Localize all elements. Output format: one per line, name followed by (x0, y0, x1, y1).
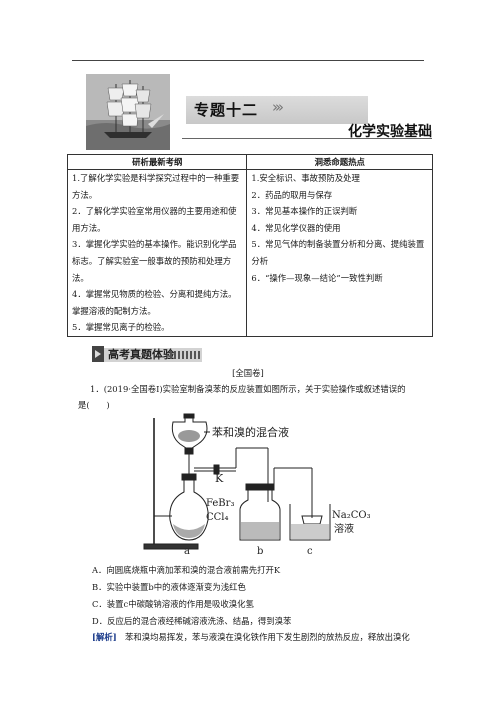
label-b: b (257, 546, 263, 557)
topic-title: 专题十二 (194, 101, 259, 119)
top-rule (72, 60, 424, 61)
section-stripe (170, 351, 202, 359)
list-item: 3．常见基本操作的正误判断 (251, 206, 358, 217)
list-item: 2．了解化学实验室常用仪器的主要用途和使用方法。 (72, 206, 237, 233)
label-na2co3: Na₂CO₃ (332, 510, 370, 521)
label-a: a (184, 546, 190, 557)
section-title: 高考真题体验 (108, 348, 174, 361)
sailing-ship-image (86, 74, 170, 150)
question-stem: 1．(2019·全国卷Ⅰ)实验室制备溴苯的反应装置如图所示，关于实验操作或叙述错… (90, 384, 406, 394)
col-right-header: 洞悉命题热点 (246, 154, 433, 170)
list-item: 4．常见化学仪器的使用 (251, 222, 341, 233)
label-ccl4: CCl₄ (206, 512, 229, 523)
banner-rule (182, 138, 432, 139)
option-c: C．装置c中碳酸钠溶液的作用是吸收溴化氢 (92, 599, 254, 609)
chapter-subtitle: 化学实验基础 (348, 124, 432, 140)
list-item: 2．药品的取用与保存 (251, 189, 333, 200)
chapter-banner: 专题十二 ››› 化学实验基础 (86, 74, 432, 152)
option-d: D．反应后的混合液经稀碱溶液洗涤、结晶，得到溴苯 (92, 616, 292, 626)
option-b: B．实验中装置b中的液体逐渐变为浅红色 (92, 582, 246, 592)
option-a: A．向圆底烧瓶中滴加苯和溴的混合液前需先打开K (92, 565, 281, 575)
chevron-right-icon: ››› (272, 98, 284, 116)
hotspot-list: 1.安全标识、事故预防及处理 2．药品的取用与保存 3．常见基本操作的正误判断 … (246, 169, 433, 337)
list-item: 6．“操作—现象—结论”一致性判断 (251, 272, 383, 283)
list-item: 4．掌握常见物质的检验、分离和提纯方法。掌握溶液的配制方法。 (72, 289, 237, 316)
col-left-header: 研析最新考纲 (66, 154, 248, 170)
list-item: 1.安全标识、事故预防及处理 (251, 173, 360, 183)
label-k: K (215, 472, 224, 485)
label-mix: 苯和溴的混合液 (212, 425, 289, 439)
list-item: 1.了解化学实验是科学探究过程中的一种重要方法。 (72, 173, 240, 200)
syllabus-list: 1.了解化学实验是科学探究过程中的一种重要方法。 2．了解化学实验室常用仪器的主… (66, 169, 248, 337)
syllabus-table: 研析最新考纲 洞悉命题热点 1.了解化学实验是科学探究过程中的一种重要方法。 2… (66, 154, 433, 337)
analysis-text: 苯和溴均易挥发，苯与液溴在溴化铁作用下发生剧烈的放热反应，释放出溴化 (116, 632, 410, 642)
list-item: 5．常见气体的制备装置分析和分离、提纯装置分析 (251, 239, 425, 266)
analysis-line: [解析] 苯和溴均易挥发，苯与液溴在溴化铁作用下发生剧烈的放热反应，释放出溴化 (92, 630, 436, 644)
label-febr3: FeBr₃ (206, 498, 234, 509)
analysis-tag: [解析] (92, 632, 117, 642)
list-item: 3．掌握化学实验的基本操作。能识别化学品标志。了解实验室一般事故的预防和处理方法… (72, 239, 237, 283)
list-item: 5．掌握常见离子的检验。 (72, 322, 170, 333)
bromobenzene-apparatus-figure: 苯和溴的混合液 K FeBr₃ CCl₄ Na₂CO₃ 溶液 a b c (143, 413, 370, 557)
exam-tag: [全国卷] (232, 368, 264, 378)
label-solution: 溶液 (334, 522, 354, 535)
label-c: c (307, 546, 313, 557)
topic-title-box (186, 96, 368, 124)
question-stem-cont: 是( ) (78, 400, 110, 410)
play-icon (92, 346, 104, 362)
